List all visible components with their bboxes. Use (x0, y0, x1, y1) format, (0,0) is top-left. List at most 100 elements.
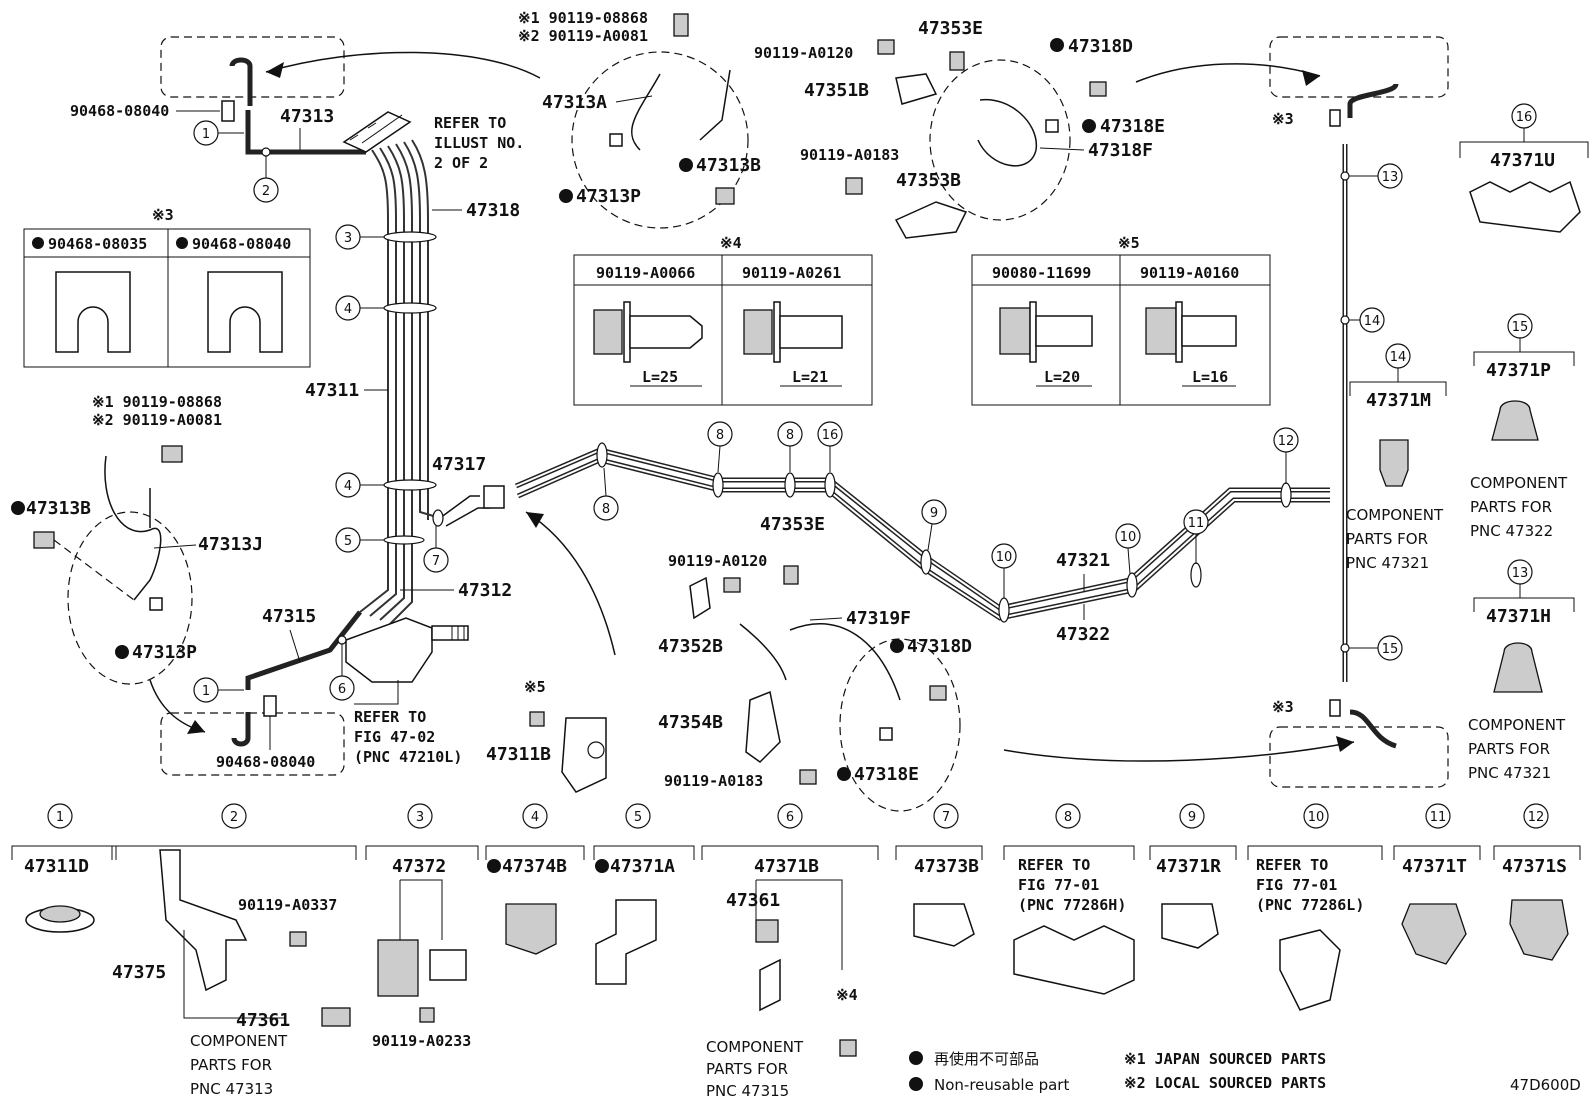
part-label-47371M: 47371M (1366, 390, 1431, 411)
callout-text: 13 (1382, 170, 1399, 185)
clip-90468-08040-icon (207, 271, 283, 353)
detail-box-bottom-left (160, 712, 345, 776)
bracket-47372-icon (429, 949, 467, 981)
bolt-90119-A0160-icon (1145, 301, 1237, 363)
bracket-47371B-icon (759, 958, 781, 1012)
part-label-47321: 47321 (1056, 550, 1110, 571)
part-label-47371P: 47371P (1486, 360, 1551, 381)
bolt-90119-A0261-icon (743, 301, 843, 363)
callout-text: 11 (1188, 516, 1205, 531)
detail-ellipse-top-right (929, 59, 1071, 221)
clamp-47372-icon (377, 939, 419, 997)
bolt-label: 90468-08040 (70, 102, 169, 120)
component-note: PARTS FOR (1346, 530, 1428, 548)
bolt-length: L=20 (1044, 368, 1080, 386)
ref-text: (PNC 77286L) (1256, 896, 1364, 914)
ref-text: FIG 77-01 (1256, 876, 1337, 894)
callout-text: 7 (432, 554, 440, 569)
component-note: PARTS FOR (190, 1056, 272, 1074)
bolt-icon (723, 577, 741, 593)
detail-box-bottom-right (1269, 726, 1449, 788)
arrow-head (266, 62, 284, 78)
callout-b12 (1523, 803, 1549, 829)
detail-box-top-right (1269, 36, 1449, 98)
bolt-table-head: 90119-A0261 (742, 264, 841, 282)
note-mark: ※3 (1272, 698, 1294, 716)
callout-text: 14 (1364, 314, 1381, 329)
legend-jp: 再使用不可部品 (934, 1050, 1039, 1068)
part-label-47313B: 47313B (26, 498, 91, 519)
part-label-47318E: 47318E (854, 764, 919, 785)
part-label-47313J: 47313J (198, 534, 263, 555)
bolt-label: ※1 90119-08868 (92, 393, 222, 411)
brake-hose-47317 (439, 495, 490, 527)
ref-text: FIG 77-01 (1018, 876, 1099, 894)
callout-text: 16 (822, 428, 839, 443)
callout-text: 1 (202, 684, 210, 699)
callout-text: 8 (602, 502, 610, 517)
clip-icon (1329, 699, 1341, 717)
bracket-47353B-icon (894, 201, 968, 239)
callout-text: 15 (1382, 642, 1399, 657)
part-label-47371A: 47371A (610, 856, 675, 877)
arrow-up (525, 511, 616, 656)
bolt-icon (33, 531, 55, 549)
part-label-47315: 47315 (262, 606, 316, 627)
ref-text: (PNC 47210L) (354, 748, 462, 766)
callout-text: 15 (1512, 320, 1529, 335)
bolt-length: L=21 (792, 368, 828, 386)
clamp-47374B-icon (505, 903, 557, 955)
note-mark: ※5 (1118, 234, 1140, 252)
detail-ellipse-left (67, 511, 193, 685)
clip-icon (221, 100, 235, 122)
clamp-47371A-icon (595, 899, 657, 985)
bolt-label: ※2 90119-A0081 (92, 411, 222, 429)
bolt-icon (799, 769, 817, 785)
callout-9 (921, 499, 947, 525)
part-label-47353B: 47353B (896, 170, 961, 191)
callout-text: 8 (716, 428, 724, 443)
callout-text: 2 (230, 810, 238, 825)
callout-b3 (407, 803, 433, 829)
legend-en: Non-reusable part (934, 1076, 1069, 1094)
clip-table-right-head: 90468-08040 (192, 235, 291, 253)
clamp-3 (383, 231, 437, 243)
callout-text: 4 (344, 302, 352, 317)
arrow-top-left (265, 51, 541, 79)
part-label-47313P: 47313P (576, 186, 641, 207)
callout-text: 12 (1278, 434, 1295, 449)
pipe-bundle-47311 (359, 139, 441, 625)
bolt-length: L=16 (1192, 368, 1228, 386)
part-label-47371B: 47371B (754, 856, 819, 877)
part-label-47373B: 47373B (914, 856, 979, 877)
bolt-table-x5 (971, 254, 1271, 406)
brake-hose-47313J (104, 455, 162, 601)
callout-text: 5 (634, 810, 642, 825)
bolt-table-head: 90080-11699 (992, 264, 1091, 282)
callout-text: 12 (1528, 810, 1545, 825)
part-label-47371T: 47371T (1402, 856, 1467, 877)
part-label-47313: 47313 (280, 106, 334, 127)
part-label-47354B: 47354B (658, 712, 723, 733)
ref-text: REFER TO (434, 114, 506, 132)
clamp-47373B-icon (913, 903, 975, 947)
clamp-47371S-icon (1509, 899, 1569, 961)
clamp-47371R-icon (1161, 903, 1219, 949)
callout-text: 5 (344, 534, 352, 549)
part-label-47372: 47372 (392, 856, 446, 877)
bracket-47351B-icon (895, 73, 938, 105)
bolt-icon (161, 445, 183, 463)
part-label-47371U: 47371U (1490, 150, 1555, 171)
legend-note-1: ※1 JAPAN SOURCED PARTS (1124, 1050, 1326, 1068)
bolt-label: 90119-A0183 (664, 772, 763, 790)
brake-hose-47318F (977, 98, 1037, 167)
bolt-icon (877, 39, 895, 55)
component-note: PARTS FOR (1470, 498, 1552, 516)
brake-pipe-47313 (245, 110, 366, 155)
bolt-label: 90119-A0233 (372, 1032, 471, 1050)
clamp-4 (383, 302, 437, 314)
bolt-label: 90119-A0120 (668, 552, 767, 570)
callout-text: 16 (1516, 110, 1533, 125)
bolt-label: 90119-A0120 (754, 44, 853, 62)
callout-text: 13 (1512, 566, 1529, 581)
